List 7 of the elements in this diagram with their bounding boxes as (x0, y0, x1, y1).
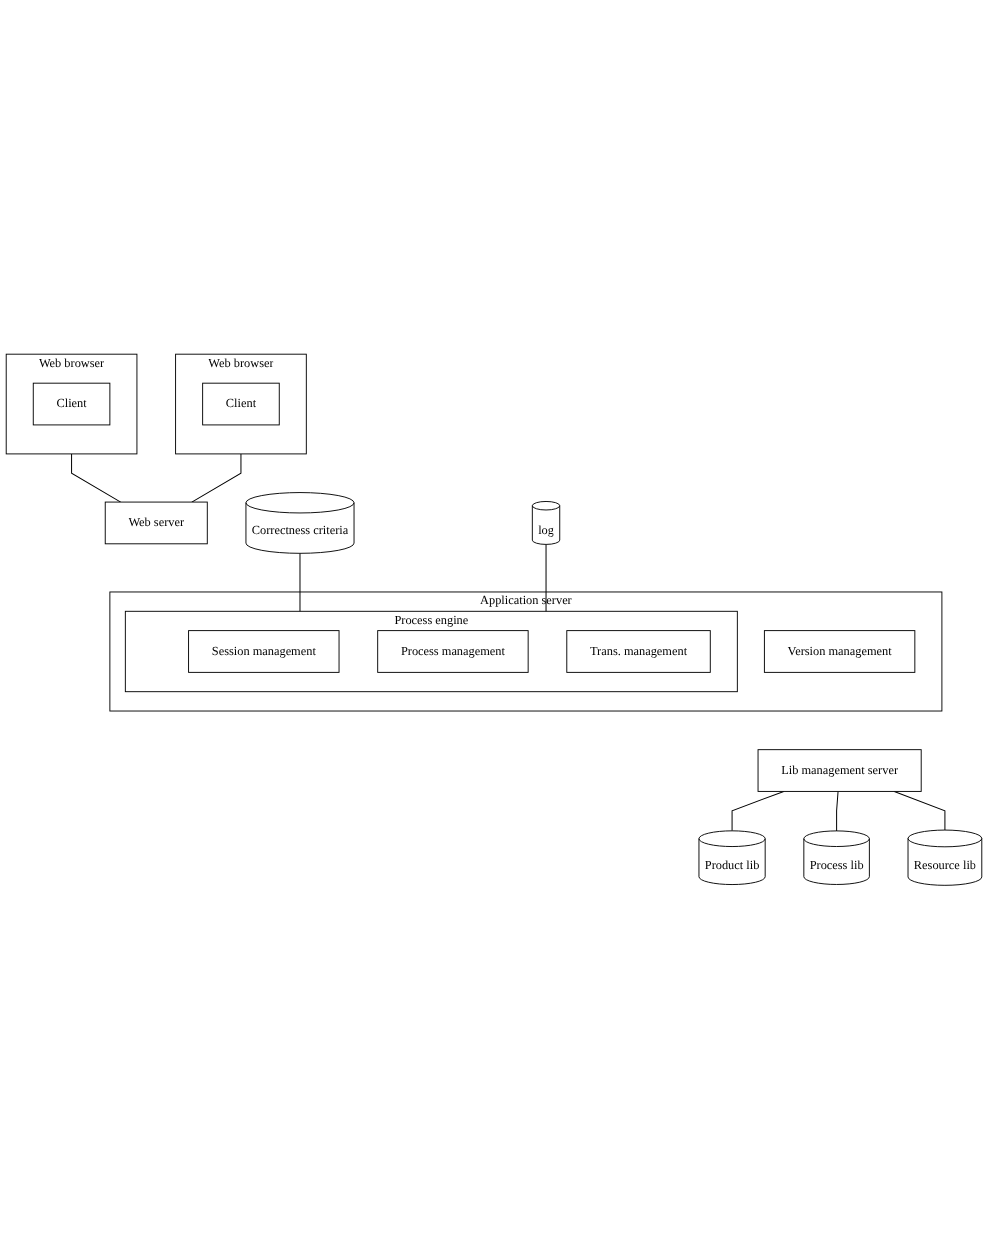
connector (545, 543, 547, 612)
connector (71, 452, 122, 502)
connector (191, 452, 242, 502)
connector (731, 790, 785, 831)
connector (299, 552, 301, 612)
connector (836, 790, 839, 831)
connector (893, 790, 946, 830)
